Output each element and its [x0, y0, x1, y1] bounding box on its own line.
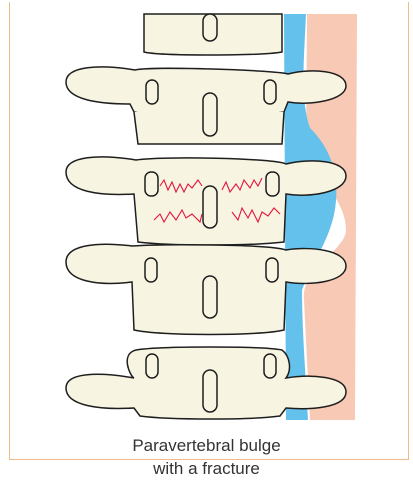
caption-line-2: with a fracture [0, 457, 413, 480]
vertebra-1 [144, 14, 282, 55]
vertebra-4 [66, 244, 346, 334]
figure-caption: Paravertebral bulge with a fracture [0, 434, 413, 480]
caption-line-1: Paravertebral bulge [0, 434, 413, 457]
